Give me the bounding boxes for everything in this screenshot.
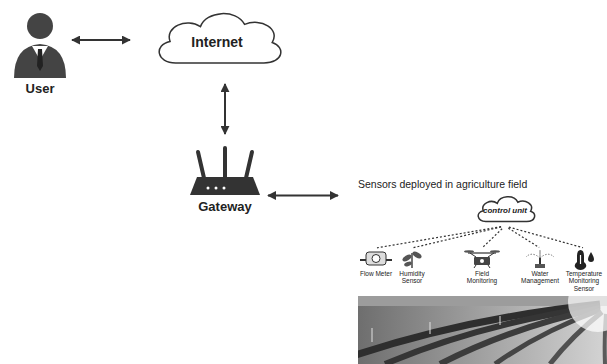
- double-arrow: [268, 194, 338, 196]
- node-label: Humidity Sensor: [394, 270, 430, 285]
- node-label: Internet: [191, 34, 242, 50]
- water-drop: [588, 252, 594, 262]
- router-antenna: [246, 152, 252, 178]
- water-spray: [540, 250, 541, 258]
- plant-leaf: [401, 253, 412, 262]
- thermometer-scale: [580, 255, 581, 264]
- drone-body: [474, 257, 490, 265]
- double-arrow: [72, 39, 130, 41]
- cloud-shape: [478, 197, 534, 222]
- water-spray: [540, 254, 554, 258]
- sun-glare: [568, 296, 607, 332]
- node-label: Flow Meter: [359, 270, 393, 277]
- sprinkler-icon: [526, 250, 554, 268]
- thermometer-body: [575, 250, 587, 270]
- drone-leg: [474, 265, 476, 268]
- node-label: Sensors deployed in agriculture field: [358, 178, 607, 190]
- drone-leg: [488, 265, 490, 268]
- sprinkler-post: [372, 328, 373, 342]
- user-body: [14, 44, 66, 78]
- sensor-node: Temperature Monitoring Sensor: [564, 248, 604, 292]
- plant-leaf: [404, 261, 413, 267]
- router-antenna: [223, 148, 227, 178]
- humidity-plant-icon: [401, 250, 422, 268]
- drone-rotor: [490, 250, 500, 252]
- plant-stem: [411, 253, 413, 268]
- control-unit: control unit: [473, 192, 537, 226]
- node-label: Gateway: [182, 200, 268, 215]
- meter-dial: [372, 255, 380, 263]
- dotted-link: [413, 227, 501, 248]
- sprinkler-base: [535, 264, 545, 268]
- user-tie: [37, 49, 43, 71]
- flow-meter-icon: [360, 252, 392, 265]
- drone-icon: [464, 250, 500, 268]
- sprinkler-post: [430, 322, 431, 334]
- sprinkler-post: [500, 316, 501, 325]
- sensor-node: Flow Meter: [359, 248, 393, 277]
- sensor-node: Field Monitoring: [462, 248, 502, 285]
- meter-pipe: [386, 259, 392, 261]
- user-icon: [14, 13, 66, 78]
- router-body: [190, 177, 260, 195]
- user-head: [27, 13, 53, 39]
- drone-rotor: [464, 250, 474, 252]
- sensor-node: Humidity Sensor: [394, 248, 430, 285]
- meter-case: [366, 252, 386, 265]
- node-label: Temperature Monitoring Sensor: [564, 270, 604, 292]
- node-label: Water Management: [517, 270, 563, 285]
- crop-row: [358, 304, 600, 364]
- plant-leaf: [411, 250, 422, 259]
- thermometer-icon: [575, 250, 594, 270]
- meter-pipe: [360, 259, 366, 261]
- node-label: control unit: [483, 206, 527, 215]
- water-spray: [526, 254, 540, 258]
- drone-arm: [488, 253, 494, 257]
- sensor-node: Water Management: [517, 248, 563, 285]
- router-antenna: [198, 152, 204, 178]
- field-region: Sensors deployed in agriculture field con…: [340, 176, 607, 364]
- dotted-link: [509, 227, 583, 248]
- drone-arm: [468, 252, 496, 253]
- router-led: [207, 187, 210, 190]
- node-label: User: [8, 82, 72, 97]
- field-photo: [358, 296, 607, 364]
- user-node: User: [8, 8, 72, 97]
- dotted-link: [377, 227, 501, 248]
- router-led: [215, 187, 218, 190]
- gateway-node: Gateway: [182, 140, 268, 215]
- node-label: Field Monitoring: [462, 270, 502, 285]
- internet-cloud: Internet: [148, 4, 286, 72]
- router-led: [223, 187, 226, 190]
- drone-camera: [480, 259, 484, 263]
- crop-row: [385, 306, 600, 364]
- dotted-link: [483, 229, 502, 248]
- cloud-shape: [159, 14, 281, 63]
- dotted-link: [508, 228, 539, 247]
- router-icon: [190, 148, 260, 195]
- drone-arm: [470, 253, 476, 257]
- double-arrow: [224, 84, 226, 134]
